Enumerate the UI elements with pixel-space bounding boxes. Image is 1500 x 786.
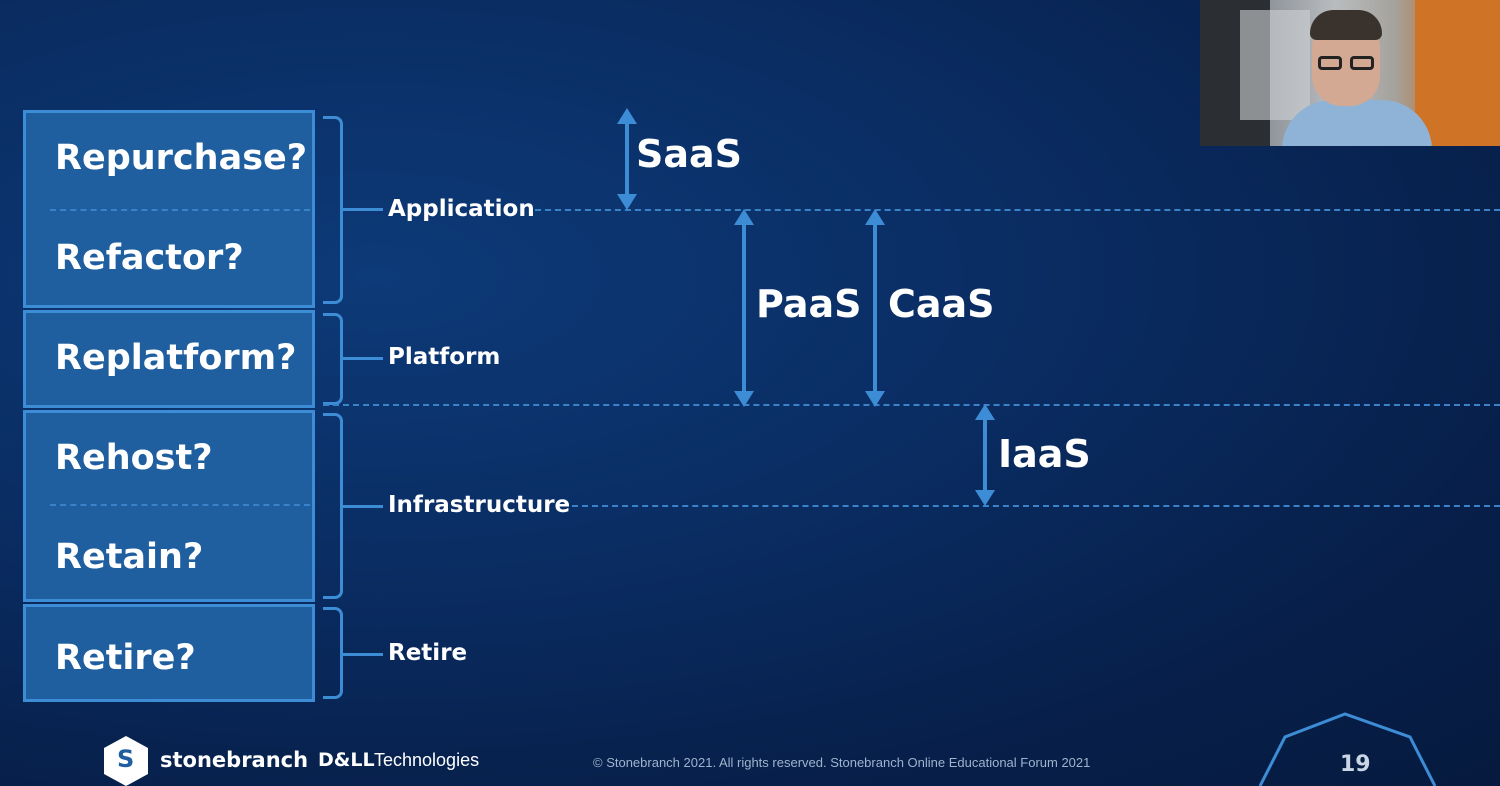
layer-platform: Platform bbox=[388, 344, 501, 370]
layer-retire: Retire bbox=[388, 640, 468, 666]
paas-arrow bbox=[734, 209, 754, 407]
page-number: 19 bbox=[1340, 752, 1371, 777]
dell-technologies-text: Technologies bbox=[374, 750, 480, 770]
dell-logo: D&LL bbox=[318, 749, 375, 771]
page-number-badge bbox=[1258, 712, 1437, 786]
infrastructure-bracket bbox=[323, 413, 343, 599]
infrastructure-bracket-tick bbox=[343, 505, 383, 508]
caas-arrow bbox=[865, 209, 885, 407]
stonebranch-brand: stonebranch bbox=[160, 748, 309, 772]
stonebranch-logo-icon bbox=[104, 736, 148, 786]
layer-application: Application bbox=[388, 196, 535, 222]
strategy-retain: Retain? bbox=[55, 537, 204, 577]
application-bracket-tick bbox=[343, 208, 383, 211]
retire-strategy-box bbox=[23, 604, 315, 702]
service-paas: PaaS bbox=[756, 282, 862, 326]
iaas-arrow bbox=[975, 404, 995, 506]
box-divider bbox=[50, 209, 310, 211]
strategy-rehost: Rehost? bbox=[55, 438, 213, 478]
service-iaas: IaaS bbox=[998, 432, 1091, 476]
strategy-replatform: Replatform? bbox=[55, 338, 297, 378]
platform-bracket-tick bbox=[343, 357, 383, 360]
application-bracket bbox=[323, 116, 343, 304]
platform-bracket bbox=[323, 313, 343, 405]
stonebranch-logo-letter: S bbox=[117, 745, 135, 773]
retire-bracket-tick bbox=[343, 653, 383, 656]
copyright-notice: © Stonebranch 2021. All rights reserved.… bbox=[593, 755, 1091, 770]
presenter-video bbox=[1200, 0, 1500, 146]
strategy-retire: Retire? bbox=[55, 638, 196, 678]
application-boundary-line bbox=[535, 209, 1500, 211]
box-divider bbox=[50, 504, 310, 506]
saas-arrow bbox=[617, 108, 637, 210]
platform-strategy-box bbox=[23, 310, 315, 408]
infrastructure-strategy-box bbox=[23, 410, 315, 602]
service-caas: CaaS bbox=[888, 282, 995, 326]
strategy-repurchase: Repurchase? bbox=[55, 138, 308, 178]
layer-infrastructure: Infrastructure bbox=[388, 492, 571, 518]
service-saas: SaaS bbox=[636, 132, 743, 176]
retire-bracket bbox=[323, 607, 343, 699]
infrastructure-boundary-line bbox=[572, 505, 1500, 507]
platform-boundary-line bbox=[323, 404, 1500, 406]
strategy-refactor: Refactor? bbox=[55, 238, 244, 278]
